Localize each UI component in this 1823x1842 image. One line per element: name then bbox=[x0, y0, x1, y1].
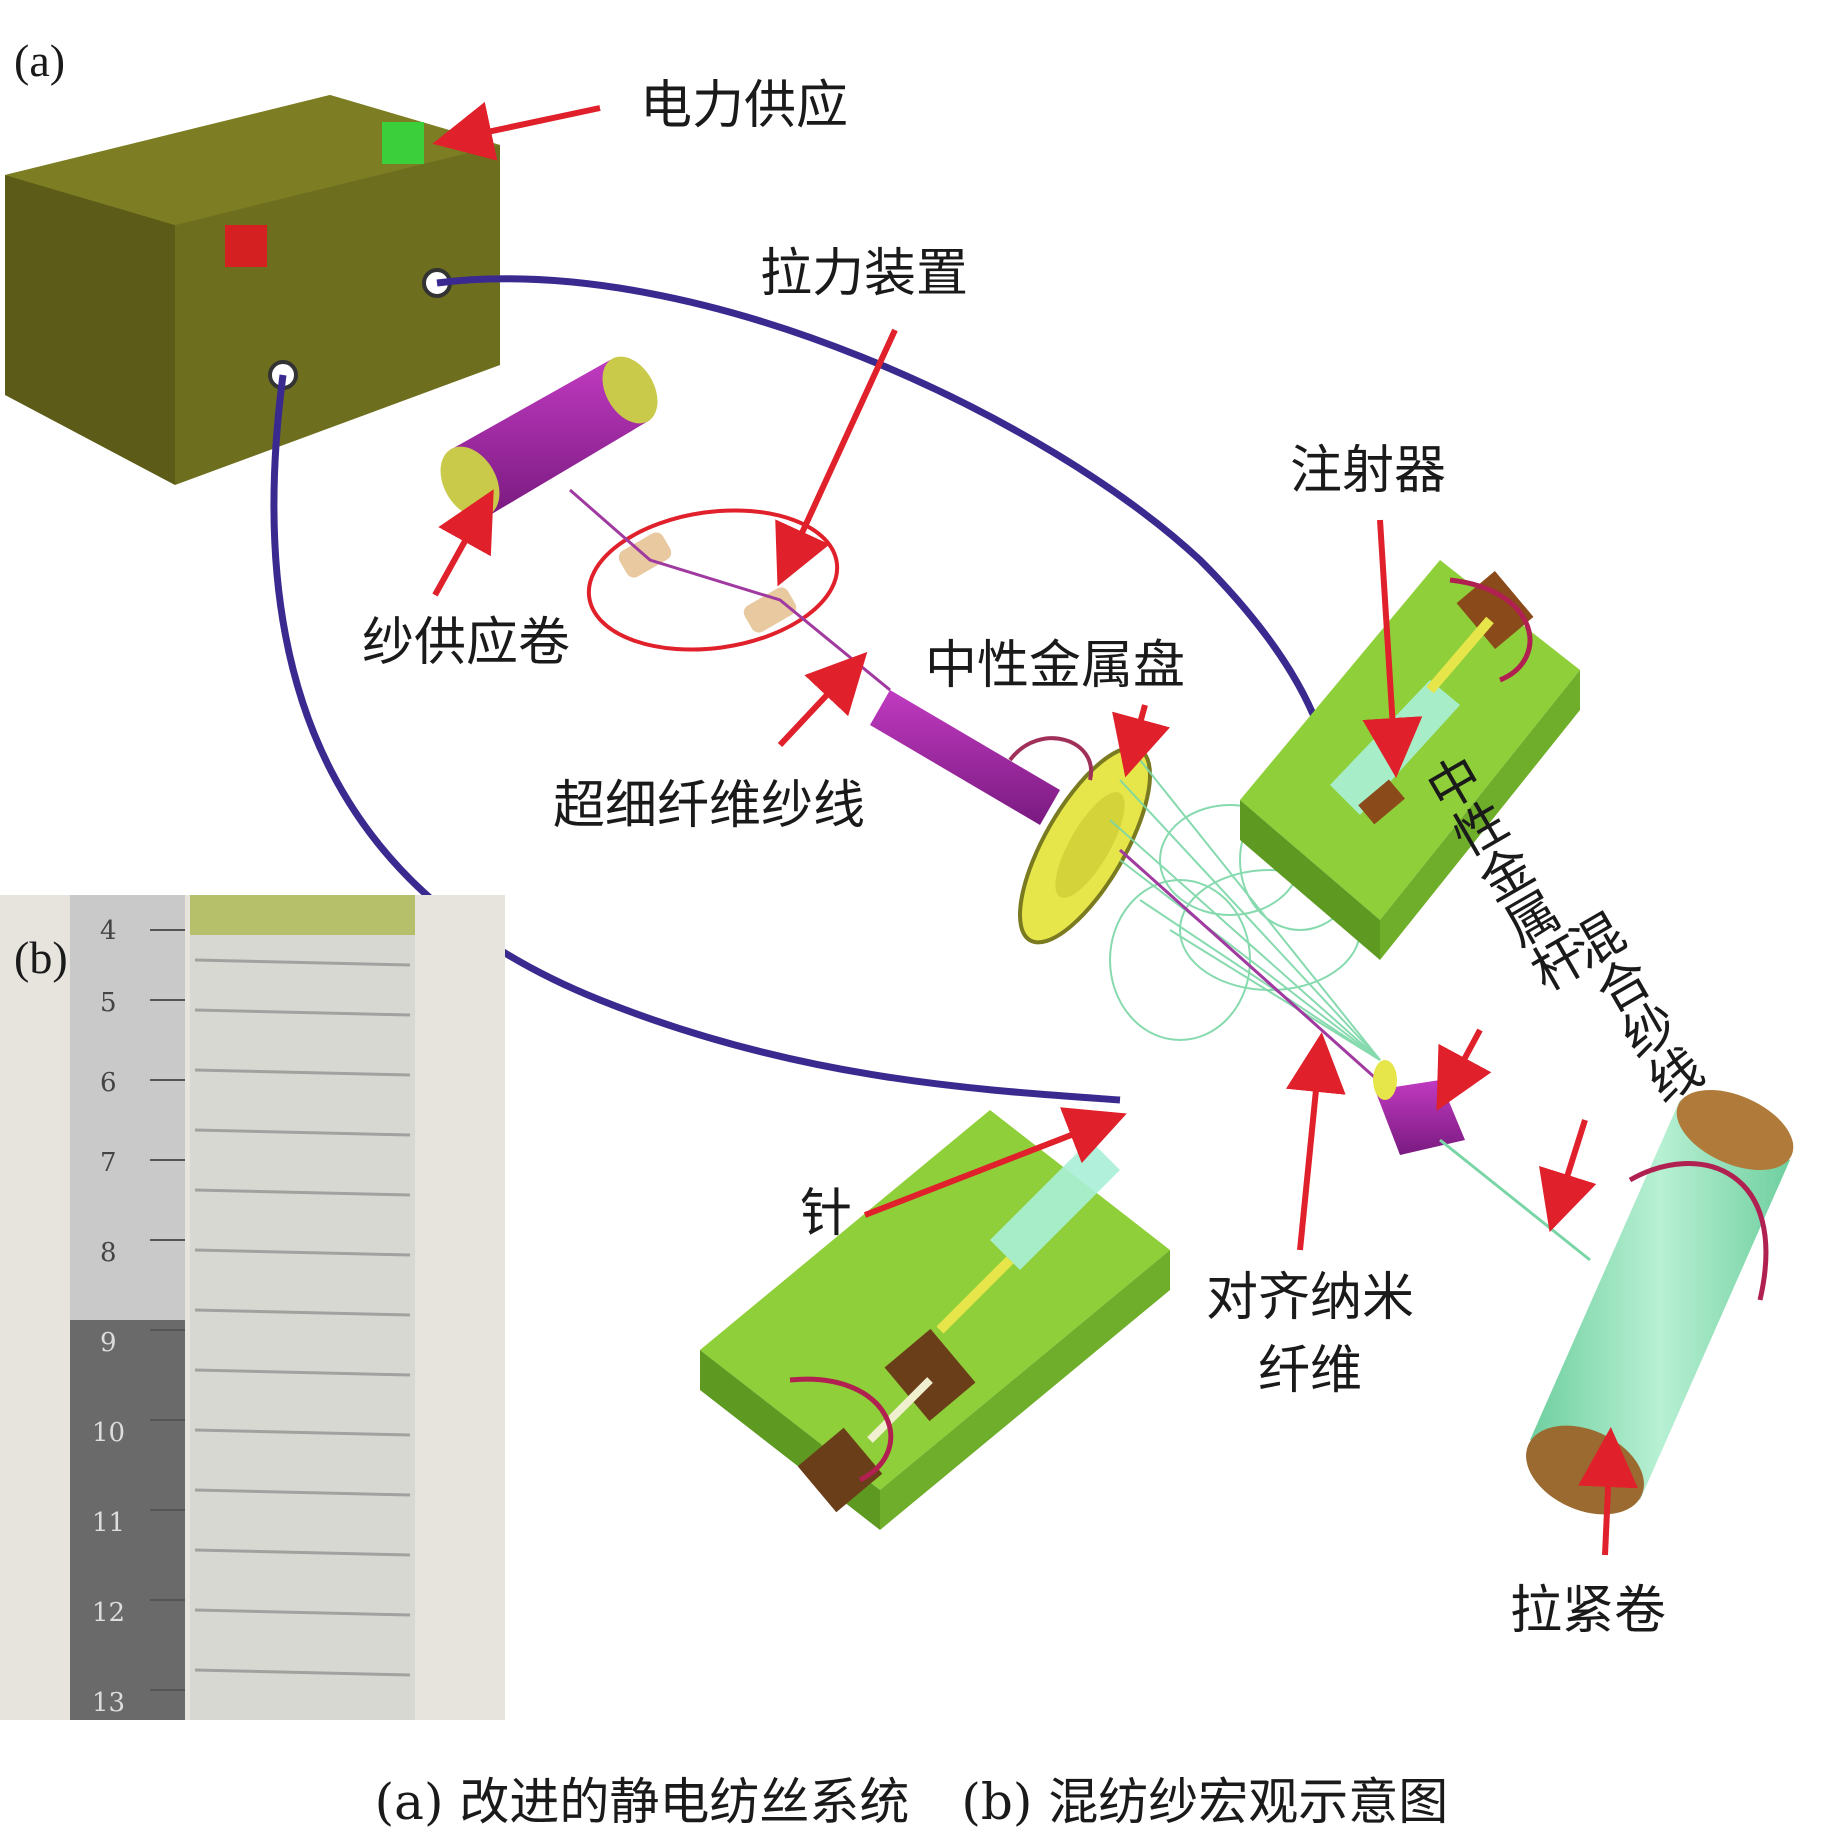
take-up-roll bbox=[1526, 1089, 1794, 1515]
yarn-photo bbox=[0, 895, 505, 1720]
label-take-up-roll: 拉紧卷 bbox=[1510, 1581, 1667, 1641]
arrow-ultrafine-fiber-yarn bbox=[777, 651, 868, 748]
arrow-yarn-supply-roll bbox=[432, 489, 494, 597]
caption-b: (b) 混纺纱宏观示意图 bbox=[961, 1773, 1449, 1831]
arrow-aligned-nanofibers bbox=[1285, 1032, 1346, 1251]
ruler-tick: 7 bbox=[100, 1148, 117, 1178]
ruler-tick: 6 bbox=[100, 1068, 117, 1098]
label-power-supply: 电力供应 bbox=[640, 76, 849, 136]
tension-device bbox=[569, 488, 891, 692]
arrow-syringe bbox=[1362, 519, 1423, 778]
neutral-metal-rod bbox=[1373, 1060, 1465, 1155]
ruler-tick: 5 bbox=[100, 988, 117, 1018]
annotation-arrows bbox=[432, 101, 1639, 1556]
label-neutral-metal-disk: 中性金属盘 bbox=[925, 636, 1186, 696]
arrow-tension-device bbox=[775, 328, 898, 587]
label-yarn-supply-roll: 纱供应卷 bbox=[362, 613, 571, 673]
power-supply-box bbox=[5, 95, 500, 485]
arrow-neutral-metal-rod bbox=[1436, 1028, 1492, 1111]
arrow-needle bbox=[863, 1107, 1127, 1218]
ruler-tick: 12 bbox=[92, 1598, 126, 1628]
ruler-tick: 11 bbox=[92, 1508, 126, 1538]
label-needle: 针 bbox=[800, 1184, 853, 1244]
arrow-hybrid-yarn bbox=[1539, 1119, 1597, 1233]
arrow-neutral-metal-disk bbox=[1112, 704, 1170, 778]
high-voltage-cable bbox=[270, 374, 1121, 1104]
hybrid-yarn-line bbox=[1439, 1138, 1591, 1262]
ruler-tick: 10 bbox=[92, 1418, 126, 1448]
caption-a: (a) 改进的静电纺丝系统 bbox=[374, 1773, 910, 1831]
red-knob-icon bbox=[225, 225, 267, 267]
arrow-take-up-roll bbox=[1578, 1427, 1639, 1556]
panel-a-label: (a) bbox=[14, 35, 66, 86]
arrow-power-supply bbox=[432, 101, 601, 161]
label-ultrafine-fiber-yarn: 超细纤维纱线 bbox=[553, 776, 866, 836]
label-syringe: 注射器 bbox=[1290, 441, 1447, 501]
ruler-tick: 9 bbox=[100, 1328, 117, 1358]
ruler-tick: 4 bbox=[100, 916, 117, 946]
syringe-pump-left bbox=[700, 1110, 1170, 1530]
neutral-metal-disk-assembly bbox=[870, 690, 1152, 945]
ruler-tick: 8 bbox=[100, 1238, 117, 1268]
panel-b-label: (b) bbox=[14, 932, 68, 983]
aligned-nanofibers bbox=[1109, 759, 1381, 1061]
green-knob-icon bbox=[382, 122, 424, 164]
figure-caption: (a) 改进的静电纺丝系统 (b) 混纺纱宏观示意图 bbox=[0, 1762, 1823, 1834]
label-aligned-nanofibers-line2: 纤维 bbox=[1257, 1341, 1362, 1401]
label-tension-device: 拉力装置 bbox=[760, 244, 969, 304]
label-aligned-nanofibers-line1: 对齐纳米 bbox=[1205, 1268, 1414, 1328]
ground-cable bbox=[436, 275, 1337, 831]
ruler-tick: 13 bbox=[92, 1688, 126, 1718]
yarn-path bbox=[1119, 848, 1401, 1102]
